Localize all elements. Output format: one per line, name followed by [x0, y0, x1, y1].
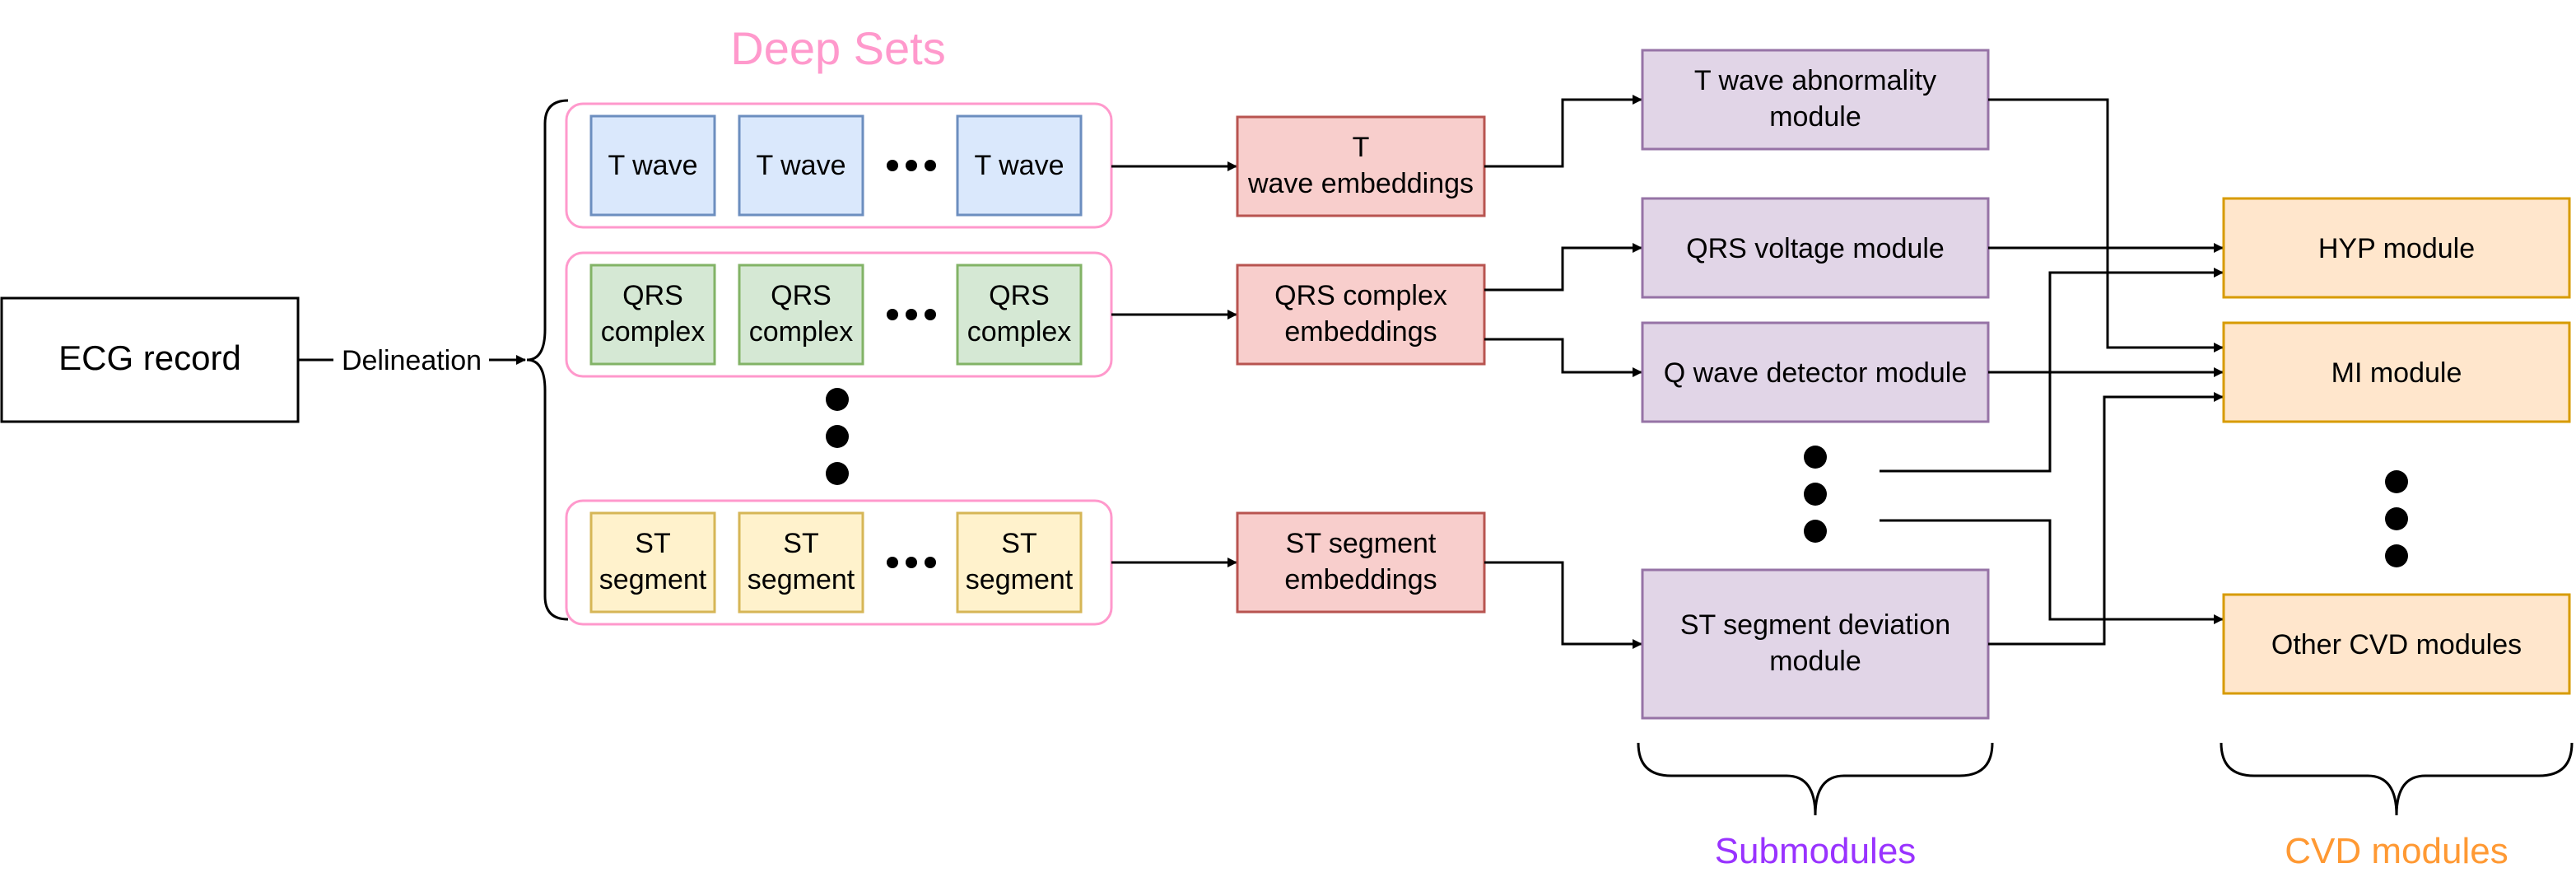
t-wave-cell-1-label: T wave — [608, 150, 698, 181]
arrow-ellipsis-to-hyp — [1880, 268, 2224, 473]
t-wave-cell-3-label: T wave — [975, 150, 1064, 181]
cvd-hyp-module — [2222, 197, 2571, 299]
t-wave-cell-2-label: T wave — [757, 150, 846, 181]
ellipsis-submodules-vertical — [1804, 446, 1827, 543]
arrow-ellipsis-to-other — [1880, 519, 2224, 624]
ellipsis-qrs — [887, 309, 936, 320]
arrow-t-abnormality-to-mi — [1988, 98, 2224, 352]
arrow-st-embed-to-st-deviation — [1484, 561, 1642, 649]
arrow-qrs-embed-to-voltage — [1484, 243, 1642, 292]
submodule-q-wave-detector — [1641, 321, 1990, 423]
qrs-cell-3 — [956, 264, 1083, 366]
ecg-record-box — [0, 296, 300, 423]
submodule-qrs-voltage — [1641, 197, 1990, 299]
ellipsis-cvd-vertical — [2385, 470, 2408, 567]
delineation-label: Delineation — [342, 345, 482, 376]
cvd-hyp-module-label: HYP module — [2318, 233, 2475, 264]
cvd-mi-module — [2222, 321, 2571, 423]
embedding-box-qrs — [1236, 264, 1486, 366]
ecg-record-label: ECG record — [58, 338, 241, 377]
qrs-cell-1 — [589, 264, 716, 366]
t-wave-cell-1 — [589, 114, 716, 217]
qrs-cell-2 — [738, 264, 864, 366]
deep-sets-title: Deep Sets — [730, 22, 946, 74]
submodules-label: Submodules — [1715, 831, 1917, 871]
input-brace — [526, 99, 569, 621]
submodule-st-deviation — [1641, 568, 1990, 720]
ellipsis-st — [887, 557, 936, 568]
st-cell-3 — [956, 511, 1083, 614]
submodule-qrs-voltage-label: QRS voltage module — [1686, 233, 1945, 264]
cvd-brace — [2220, 742, 2574, 816]
t-wave-cell-2 — [738, 114, 864, 217]
embedding-box-st — [1236, 511, 1486, 614]
cvd-mi-module-label: MI module — [2331, 357, 2462, 389]
ellipsis-groups-vertical — [826, 388, 849, 485]
st-cell-2 — [738, 511, 864, 614]
arrow-t-embed-to-t-abnormality — [1484, 95, 1642, 168]
submodules-brace — [1637, 742, 1994, 816]
t-wave-cell-3 — [956, 114, 1083, 217]
arrow-st-deviation-to-mi — [1988, 392, 2224, 646]
st-cell-1 — [589, 511, 716, 614]
cvd-other-modules — [2222, 593, 2571, 695]
arrow-qrs-embed-to-q-wave — [1484, 338, 1642, 377]
ellipsis-t-wave — [887, 160, 936, 171]
cvd-modules-label: CVD modules — [2285, 831, 2508, 871]
submodule-t-wave-abnormality — [1641, 49, 1990, 151]
cvd-other-modules-label: Other CVD modules — [2271, 629, 2522, 660]
submodule-q-wave-detector-label: Q wave detector module — [1664, 357, 1968, 389]
